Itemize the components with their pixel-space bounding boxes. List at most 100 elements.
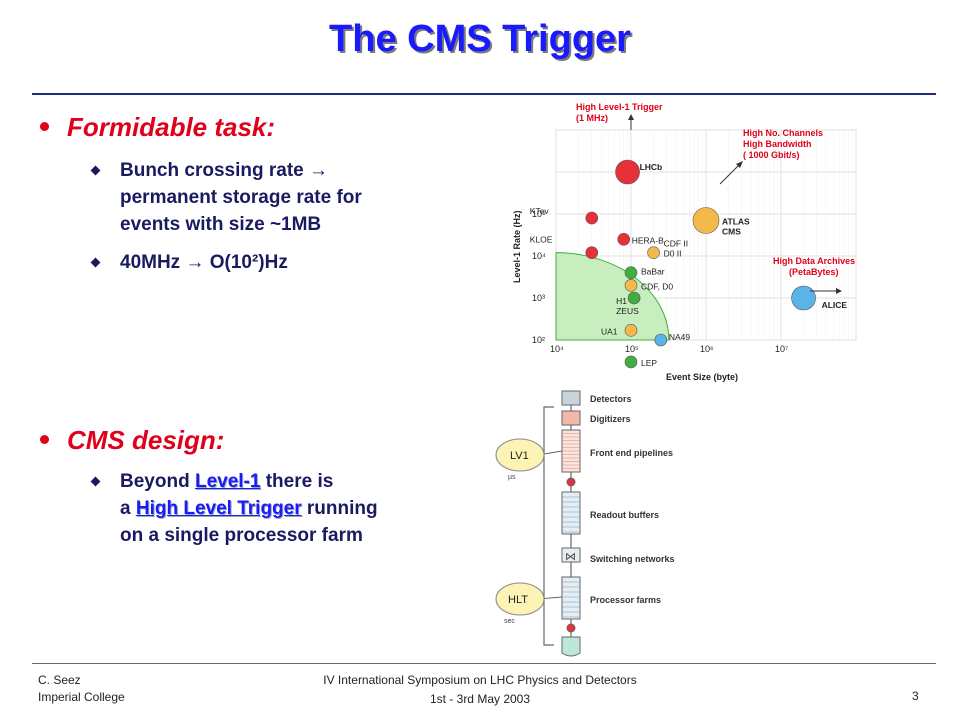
- lv1-ellipse: [495, 438, 545, 472]
- stage-switching: Switching networks: [590, 554, 675, 564]
- heading-text: Formidable task:: [67, 112, 276, 142]
- data-point-label: KLOE: [530, 235, 553, 245]
- hlt-junction: [566, 623, 576, 633]
- x-axis-label: Event Size (byte): [666, 372, 738, 382]
- lv1-junction: [566, 477, 576, 487]
- data-point: [624, 355, 638, 369]
- trigger-architecture-diagram: ⋈ LV1 µs HLT sec Detectors Digitizers Fr…: [495, 390, 675, 657]
- hlt-ellipse: [495, 582, 545, 616]
- data-point-label: LEP: [641, 358, 657, 368]
- high-level-trigger-link[interactable]: High Level Trigger: [135, 498, 302, 519]
- hlt-label: HLT: [508, 594, 528, 606]
- data-point-label: NA49: [669, 332, 691, 342]
- bullet-beyond-level1: Beyond Level-1 there is a High Level Tri…: [90, 468, 472, 549]
- bullet-line: Beyond Level-1 there is: [120, 468, 472, 495]
- hlt-unit: sec: [504, 618, 515, 625]
- data-point: [624, 266, 638, 280]
- arrow-head-icon: [628, 114, 634, 120]
- data-point-label: LHCb: [640, 162, 663, 172]
- data-point-label: KTev: [530, 206, 550, 216]
- text-running: running: [306, 498, 378, 519]
- readout-buffers-box: [561, 491, 581, 535]
- data-point: [624, 324, 638, 337]
- data-point-label: CDF, D0: [641, 281, 673, 291]
- x-tick-label: 10⁴: [550, 344, 564, 354]
- switch-icon: ⋈: [565, 551, 576, 563]
- data-point-label: ALICE: [822, 300, 848, 310]
- bullet-diamond-icon: [90, 257, 101, 268]
- footer-institution: Imperial College: [38, 690, 125, 704]
- y-tick-label: 10³: [532, 293, 545, 303]
- footer-event: IV International Symposium on LHC Physic…: [323, 673, 637, 687]
- y-tick-label: 10²: [532, 335, 545, 345]
- footer-author: C. Seez: [38, 673, 81, 687]
- feedback-bracket: [543, 406, 554, 646]
- data-point: [791, 285, 816, 311]
- x-tick-label: 10⁶: [700, 344, 714, 354]
- digitizers-box: [561, 410, 581, 426]
- switching-network-box: [561, 547, 581, 563]
- stage-readout: Readout buffers: [590, 510, 659, 520]
- slide-title: The CMS Trigger: [329, 18, 631, 60]
- stage-front-end: Front end pipelines: [590, 448, 673, 458]
- low-rate-region: [555, 252, 670, 341]
- heading-cms-design: CMS design:: [40, 425, 224, 456]
- heading-formidable-task: Formidable task:: [40, 112, 275, 143]
- data-point: [647, 246, 660, 259]
- bullet-bunch-crossing: Bunch crossing rate → permanent storage …: [90, 157, 452, 238]
- lv1-unit: µs: [508, 474, 516, 481]
- bullet-line: Bunch crossing rate →: [120, 160, 328, 181]
- bullet-dot-icon: [40, 434, 49, 444]
- buffer-stripes: [562, 496, 580, 533]
- farm-stripes: [562, 581, 580, 618]
- bullet-line: on a single processor farm: [120, 525, 363, 546]
- pipeline-stripes: [562, 433, 580, 469]
- bullet-line: permanent storage rate for: [120, 187, 362, 208]
- stage-digitizers: Digitizers: [590, 414, 631, 424]
- y-axis-label: Level-1 Rate (Hz): [512, 210, 522, 283]
- lv1-label: LV1: [510, 450, 529, 462]
- data-point: [615, 159, 640, 185]
- y-tick-label: 10⁵: [532, 209, 546, 219]
- bullet-line: a High Level Trigger running: [120, 495, 472, 522]
- processor-farms-box: [561, 576, 581, 620]
- annotation-high-level1-trigger: High Level-1 Trigger(1 MHz): [576, 102, 663, 123]
- data-point: [617, 232, 631, 246]
- x-tick-label: 10⁷: [775, 344, 788, 354]
- page-number: 3: [912, 689, 919, 703]
- annotation-high-data-archives: High Data Archives(PetaBytes): [773, 256, 855, 277]
- level1-link[interactable]: Level-1: [194, 471, 261, 492]
- bullet-diamond-icon: [90, 165, 101, 176]
- y-tick-label: 10⁴: [532, 251, 546, 261]
- title-divider: [32, 93, 936, 95]
- bullet-dot-icon: [40, 121, 49, 131]
- data-point-label: BaBar: [641, 267, 665, 277]
- data-point: [624, 279, 638, 292]
- bullet-line: events with size ~1MB: [120, 214, 322, 235]
- heading-text: CMS design:: [67, 425, 225, 455]
- data-point: [627, 291, 641, 305]
- footer-dates: 1st - 3rd May 2003: [429, 692, 531, 706]
- detectors-box: [561, 390, 581, 406]
- text-there-is: there is: [265, 471, 334, 492]
- data-point-label: HERA-B: [632, 235, 664, 245]
- footer-divider: [32, 663, 936, 664]
- arrow-head-icon: [836, 288, 842, 294]
- text-beyond: Beyond: [120, 471, 190, 492]
- bullet-line: 40MHz → O(10²)Hz: [120, 252, 288, 273]
- stage-detectors: Detectors: [590, 394, 632, 404]
- storage-icon: [561, 636, 581, 657]
- x-tick-label: 10⁵: [625, 344, 639, 354]
- bullet-diamond-icon: [90, 476, 101, 487]
- arrow-diag-atlas: [719, 163, 741, 185]
- text-a: a: [120, 498, 131, 519]
- data-point-label: UA1: [601, 326, 618, 336]
- stage-processor-farms: Processor farms: [590, 595, 661, 605]
- data-point: [692, 207, 720, 234]
- data-point: [585, 246, 599, 259]
